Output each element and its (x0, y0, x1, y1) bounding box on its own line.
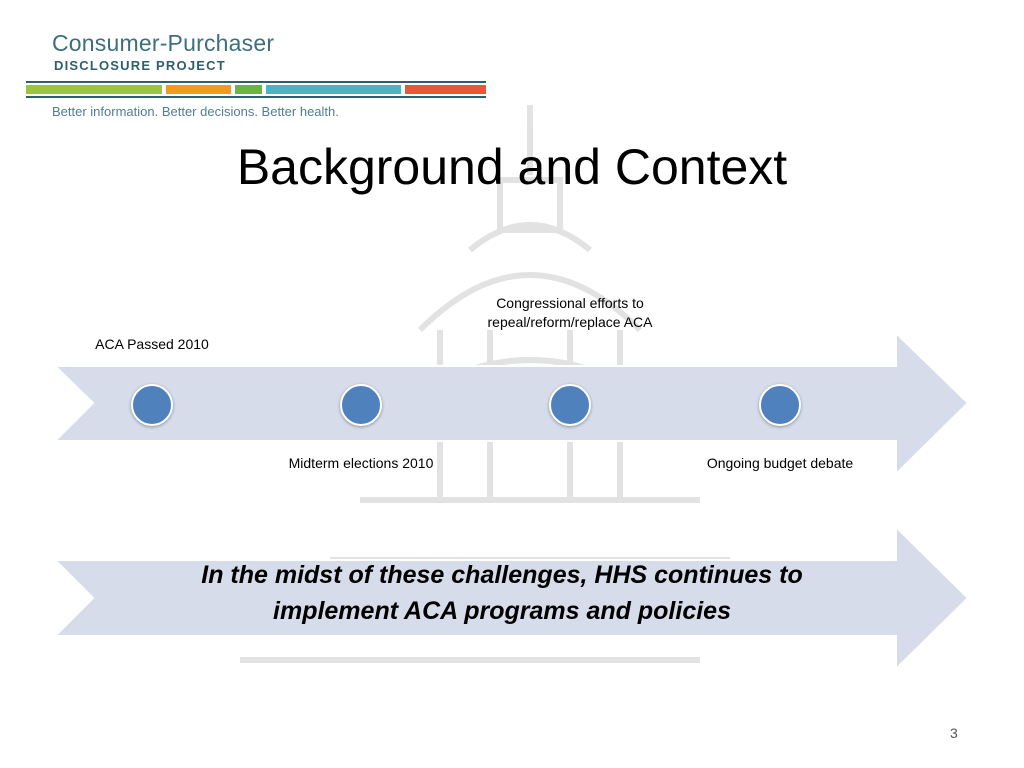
logo-subtitle: DISCLOSURE PROJECT (54, 58, 226, 73)
timeline-dot (759, 384, 801, 426)
timeline-dot (549, 384, 591, 426)
event-label-aca-passed: ACA Passed 2010 (95, 336, 209, 352)
callout-arrow (52, 524, 970, 672)
slide-title: Background and Context (236, 139, 788, 195)
page-number: 3 (950, 725, 958, 741)
timeline-arrow (52, 330, 970, 477)
logo-tagline: Better information. Better decisions. Be… (52, 104, 339, 119)
logo-name: Consumer-Purchaser (52, 30, 275, 56)
event-label-budget: Ongoing budget debate (706, 455, 854, 471)
callout-text: In the midst of these challenges, HHS co… (201, 561, 803, 625)
timeline-dot (340, 384, 382, 426)
logo-color-bar (26, 81, 486, 98)
event-label-congressional: Congressional efforts to repeal/reform/r… (487, 295, 653, 330)
timeline-dot (131, 384, 173, 426)
event-label-midterm: Midterm elections 2010 (288, 455, 434, 471)
